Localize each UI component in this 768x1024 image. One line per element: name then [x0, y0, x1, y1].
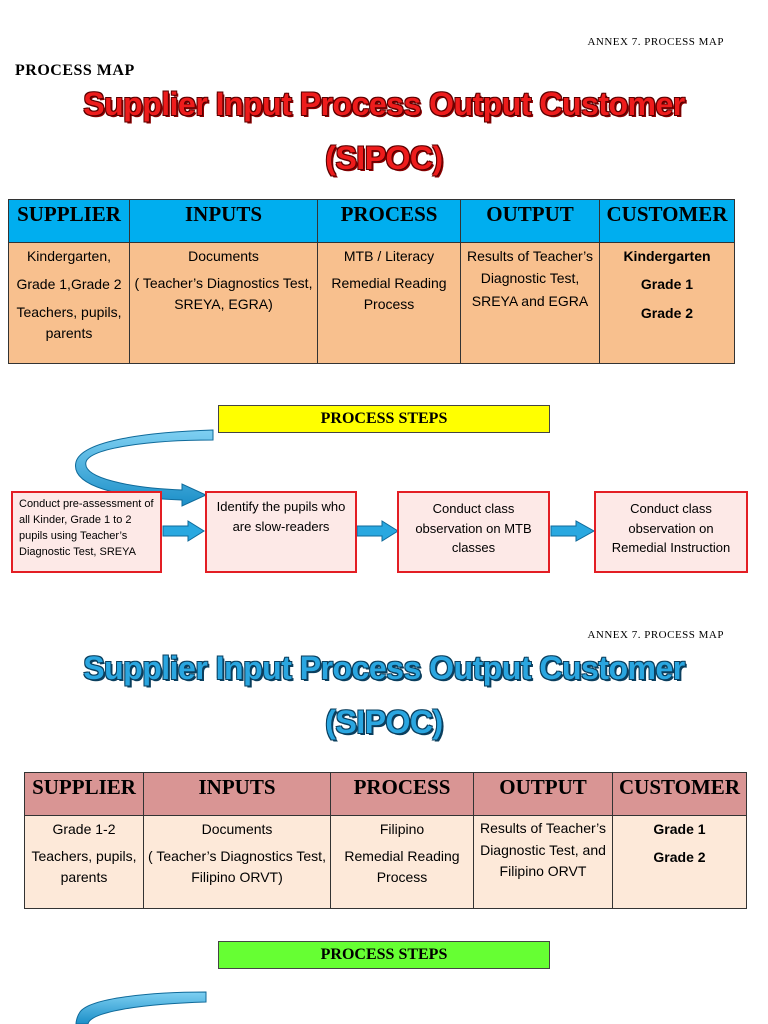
process-map-label: PROCESS MAP	[15, 62, 135, 79]
output-line: Results of Teacher’s Diagnostic Test, SR…	[466, 248, 594, 309]
step-box-2: Identify the pupils who are slow-readers	[205, 491, 357, 573]
process-line: Filipino	[379, 821, 425, 837]
cell-process: MTB / Literacy Remedial Reading Process	[317, 242, 461, 364]
supplier-line: Grade 1-2	[52, 821, 116, 837]
page-subtitle-1: (SIPOC)	[325, 140, 443, 176]
cell-output: Results of Teacher’s Diagnostic Test, SR…	[460, 242, 600, 364]
supplier-line: Teachers, pupils, parents	[31, 848, 137, 886]
header-output: OUTPUT	[460, 199, 600, 243]
inputs-line: ( Teacher’s Diagnostics Test, SREYA, EGR…	[134, 275, 313, 313]
output-line: Results of Teacher’s Diagnostic Test, an…	[479, 820, 607, 880]
header-supplier: SUPPLIER	[24, 772, 144, 816]
step-box-4: Conduct class observation on Remedial In…	[594, 491, 748, 573]
cell-output: Results of Teacher’s Diagnostic Test, an…	[473, 815, 613, 909]
process-line: MTB / Literacy	[343, 248, 435, 264]
cell-process: Filipino Remedial Reading Process	[330, 815, 474, 909]
header-customer: CUSTOMER	[612, 772, 747, 816]
customer-line: Grade 1	[640, 276, 694, 293]
cell-supplier: Kindergarten, Grade 1,Grade 2 Teachers, …	[8, 242, 130, 364]
supplier-line: Grade 1,Grade 2	[16, 276, 122, 293]
customer-line: Kindergarten	[623, 248, 711, 264]
step-box-3: Conduct class observation on MTB classes	[397, 491, 550, 573]
cell-customer: Grade 1 Grade 2	[612, 815, 747, 909]
header-output: OUTPUT	[473, 772, 613, 816]
header-inputs: INPUTS	[129, 199, 318, 243]
cell-supplier: Grade 1-2 Teachers, pupils, parents	[24, 815, 144, 909]
header-process: PROCESS	[330, 772, 474, 816]
inputs-line: Documents	[188, 248, 259, 264]
page-title-1: Supplier Input Process Output Customer	[83, 86, 685, 122]
cell-inputs: Documents ( Teacher’s Diagnostics Test, …	[129, 242, 318, 364]
sipoc-table-1: SUPPLIER INPUTS PROCESS OUTPUT CUSTOMER …	[8, 199, 735, 364]
process-line: Remedial Reading Process	[331, 275, 447, 313]
header-process: PROCESS	[317, 199, 461, 243]
page-title-2: Supplier Input Process Output Customer	[83, 650, 685, 686]
inputs-line: Documents	[201, 821, 273, 837]
curved-arrow-icon	[75, 429, 214, 507]
annex-label: ANNEX 7. PROCESS MAP	[587, 629, 724, 641]
arrow-right-icon	[356, 520, 399, 542]
customer-line: Grade 2	[653, 849, 706, 866]
process-steps-label-2: PROCESS STEPS	[218, 941, 550, 969]
supplier-line: Teachers, pupils, parents	[16, 303, 122, 341]
supplier-line: Kindergarten,	[26, 248, 112, 264]
header-customer: CUSTOMER	[599, 199, 735, 243]
curved-arrow-icon	[75, 991, 207, 1024]
customer-line: Grade 1	[653, 821, 706, 837]
header-inputs: INPUTS	[143, 772, 331, 816]
arrow-right-icon	[550, 520, 596, 542]
header-supplier: SUPPLIER	[8, 199, 130, 243]
sipoc-table-2: SUPPLIER INPUTS PROCESS OUTPUT CUSTOMER …	[24, 772, 747, 909]
cell-inputs: Documents ( Teacher’s Diagnostics Test, …	[143, 815, 331, 909]
annex-label: ANNEX 7. PROCESS MAP	[587, 36, 724, 48]
customer-line: Grade 2	[640, 304, 694, 321]
cell-customer: Kindergarten Grade 1 Grade 2	[599, 242, 735, 364]
process-steps-label-1: PROCESS STEPS	[218, 405, 550, 433]
step-box-1: Conduct pre-assessment of all Kinder, Gr…	[11, 491, 162, 573]
process-line: Remedial Reading Process	[344, 848, 460, 886]
inputs-line: ( Teacher’s Diagnostics Test, Filipino O…	[148, 848, 326, 886]
arrow-right-icon	[162, 520, 205, 542]
page-subtitle-2: (SIPOC)	[325, 704, 443, 740]
